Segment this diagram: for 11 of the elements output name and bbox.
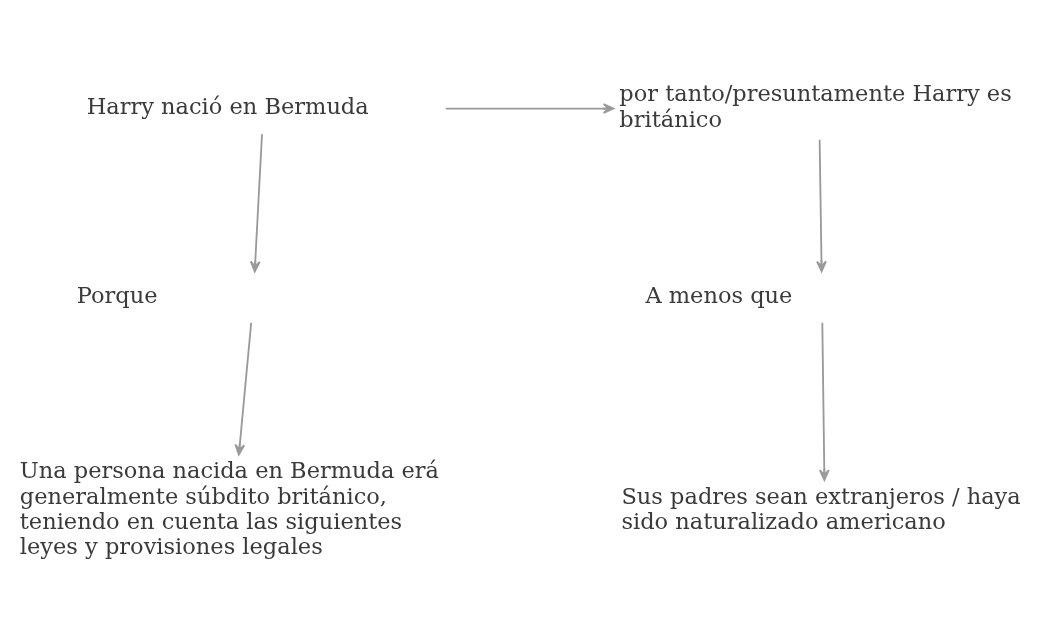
arrow xyxy=(249,132,263,272)
node-text: Harry nació en Bermuda xyxy=(86,92,369,119)
arrow xyxy=(818,321,830,481)
arrow xyxy=(234,321,253,456)
node-text: Sus padres sean extranjeros / haya sido naturalizado americano xyxy=(621,482,1021,534)
node-text: por tanto/presuntamente Harry es británico xyxy=(619,79,1012,132)
arrow xyxy=(444,102,615,114)
node-text: A menos que xyxy=(645,281,793,308)
arrow xyxy=(816,138,827,272)
node-text: Porque xyxy=(76,281,158,308)
node-text: Una persona nacida en Bermuda erá generalmente súbdito británico, teniendo en cuenta las siguientes leyes y provisiones legales xyxy=(19,456,440,559)
